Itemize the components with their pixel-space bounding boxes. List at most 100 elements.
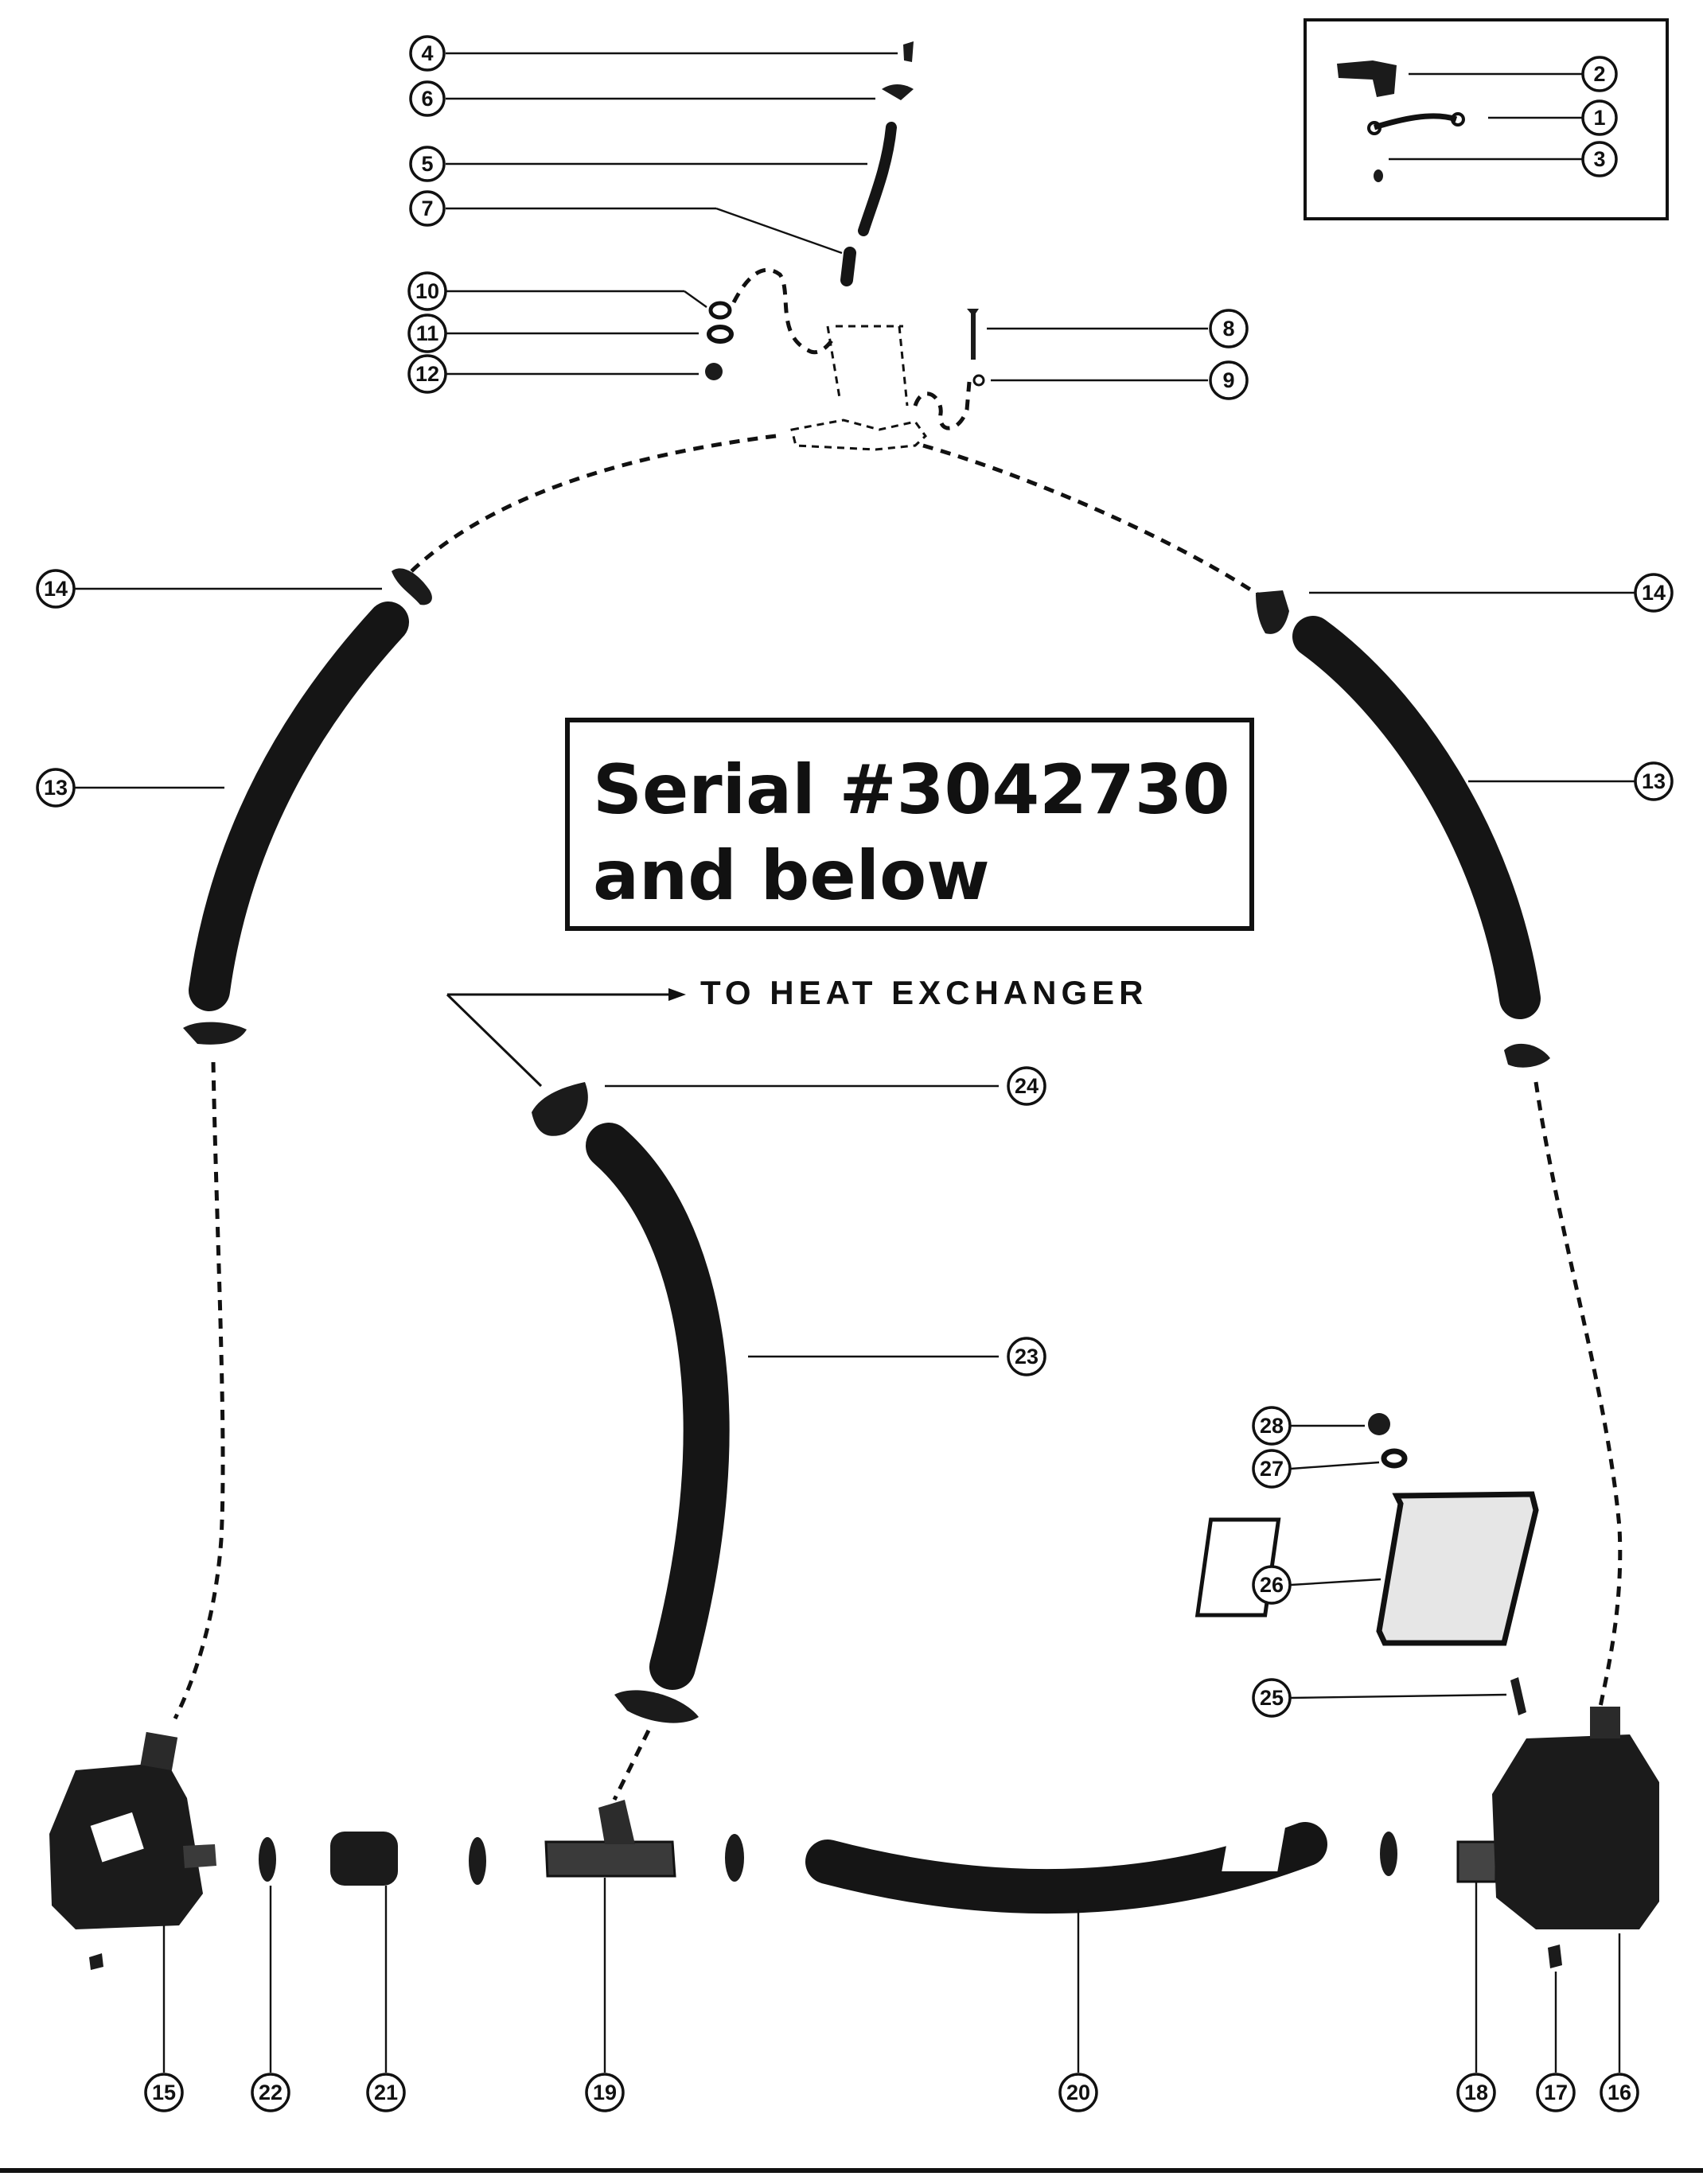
gasket-part-26	[1194, 1491, 1539, 1646]
callout-5: 5	[409, 146, 446, 182]
svg-text:18: 18	[1464, 2081, 1488, 2104]
dashed-mid-drop	[612, 1729, 651, 1801]
svg-text:14: 14	[1642, 581, 1666, 605]
callout-14-right: 14	[1634, 573, 1674, 613]
svg-text:3: 3	[1593, 147, 1605, 171]
svg-text:7: 7	[421, 197, 433, 220]
plug-part-17	[1548, 1945, 1562, 1968]
clamp-part-14-right	[1256, 590, 1289, 634]
tee-part-19	[544, 1800, 676, 1878]
serial-line-1: Serial #3042730	[593, 750, 1230, 830]
callout-27: 27	[1252, 1449, 1292, 1489]
nut-part-28	[1368, 1413, 1390, 1435]
svg-text:20: 20	[1066, 2081, 1090, 2104]
strap-part-1	[1373, 113, 1458, 130]
callout-26: 26	[1252, 1565, 1292, 1605]
washer-part-27	[1381, 1448, 1408, 1469]
svg-text:13: 13	[44, 776, 68, 800]
bracket-part-2	[1337, 60, 1397, 97]
dashed-drop-left	[173, 1061, 225, 1720]
clamp-before-20	[725, 1834, 744, 1882]
svg-text:19: 19	[593, 2081, 617, 2104]
callout-8: 8	[1209, 309, 1249, 348]
svg-text:17: 17	[1544, 2081, 1568, 2104]
elbow-part-15	[49, 1731, 216, 1970]
svg-text:13: 13	[1642, 769, 1666, 793]
callout-4: 4	[409, 35, 446, 72]
washer-part-10	[708, 301, 732, 320]
svg-text:8: 8	[1222, 317, 1234, 341]
svg-text:2: 2	[1593, 62, 1605, 86]
svg-text:10: 10	[415, 279, 439, 303]
svg-text:11: 11	[416, 321, 439, 345]
hose-part-13-right	[1292, 616, 1541, 1019]
screw-part-3	[1374, 169, 1383, 182]
svg-text:26: 26	[1260, 1573, 1284, 1597]
callout-13-right: 13	[1634, 761, 1674, 801]
callout-22: 22	[251, 2073, 290, 2112]
dashed-arc-left	[400, 434, 777, 582]
clamp-before-18	[1380, 1832, 1397, 1876]
callout-10: 10	[407, 271, 447, 311]
elbow-part-16	[1222, 1707, 1659, 1929]
svg-text:23: 23	[1015, 1345, 1039, 1368]
svg-text:25: 25	[1260, 1686, 1284, 1710]
nipple-part-18	[1456, 1840, 1498, 1883]
callout-2: 2	[1581, 56, 1618, 92]
callout-25: 25	[1252, 1678, 1292, 1718]
bolt-part-8	[967, 309, 979, 360]
bracket-outline	[790, 325, 927, 451]
callout-17: 17	[1536, 2073, 1576, 2112]
callout-3: 3	[1581, 141, 1618, 177]
bracket-link-right	[913, 381, 972, 430]
callout-24: 24	[1007, 1066, 1046, 1106]
nut-part-12	[705, 363, 723, 380]
callout-7: 7	[409, 190, 446, 227]
svg-text:15: 15	[152, 2081, 176, 2104]
svg-text:27: 27	[1260, 1457, 1284, 1481]
heat-exchanger-pointer: TO HEAT EXCHANGER	[446, 974, 1148, 1088]
callout-20: 20	[1058, 2073, 1098, 2112]
callout-18: 18	[1456, 2073, 1496, 2112]
svg-text:9: 9	[1222, 368, 1234, 392]
svg-text:16: 16	[1608, 2081, 1631, 2104]
callout-19: 19	[585, 2073, 625, 2112]
svg-text:6: 6	[421, 87, 433, 111]
leader-lines	[73, 52, 1635, 2073]
svg-text:14: 14	[44, 577, 68, 601]
callout-12: 12	[407, 354, 447, 394]
callout-6: 6	[409, 80, 446, 117]
svg-text:4: 4	[421, 41, 433, 65]
dashed-arc-right	[922, 443, 1263, 599]
callout-11: 11	[407, 313, 447, 353]
callout-23: 23	[1007, 1337, 1046, 1376]
clamp-bottom-right	[1504, 1043, 1550, 1068]
callout-13-left: 13	[36, 768, 76, 808]
callout-21: 21	[366, 2073, 406, 2112]
callout-28: 28	[1252, 1406, 1292, 1446]
svg-text:1: 1	[1593, 106, 1605, 130]
clamp-mid-lower	[614, 1690, 699, 1723]
bracket-link-left	[731, 267, 838, 354]
callout-14-left: 14	[36, 569, 76, 609]
stud-part-25	[1510, 1677, 1526, 1715]
svg-text:22: 22	[259, 2081, 283, 2104]
hose-part-23	[586, 1123, 730, 1690]
clamp-after-21	[469, 1837, 486, 1885]
serial-line-2: and below	[593, 836, 990, 916]
cap-part-4	[903, 41, 914, 62]
inset-detail-box	[1304, 18, 1669, 220]
svg-text:5: 5	[421, 152, 433, 176]
top-bracket-assembly	[705, 41, 985, 451]
clamp-part-24	[532, 1082, 588, 1136]
callout-1: 1	[1581, 99, 1618, 136]
callout-9: 9	[1209, 360, 1249, 400]
svg-text:28: 28	[1260, 1414, 1284, 1438]
svg-text:24: 24	[1015, 1074, 1039, 1098]
rod-part-5	[858, 122, 897, 236]
washer-part-6	[882, 84, 914, 100]
bottom-rule	[0, 2168, 1703, 2173]
heat-exchanger-label: TO HEAT EXCHANGER	[700, 974, 1148, 1011]
hose-part-21	[330, 1832, 398, 1886]
